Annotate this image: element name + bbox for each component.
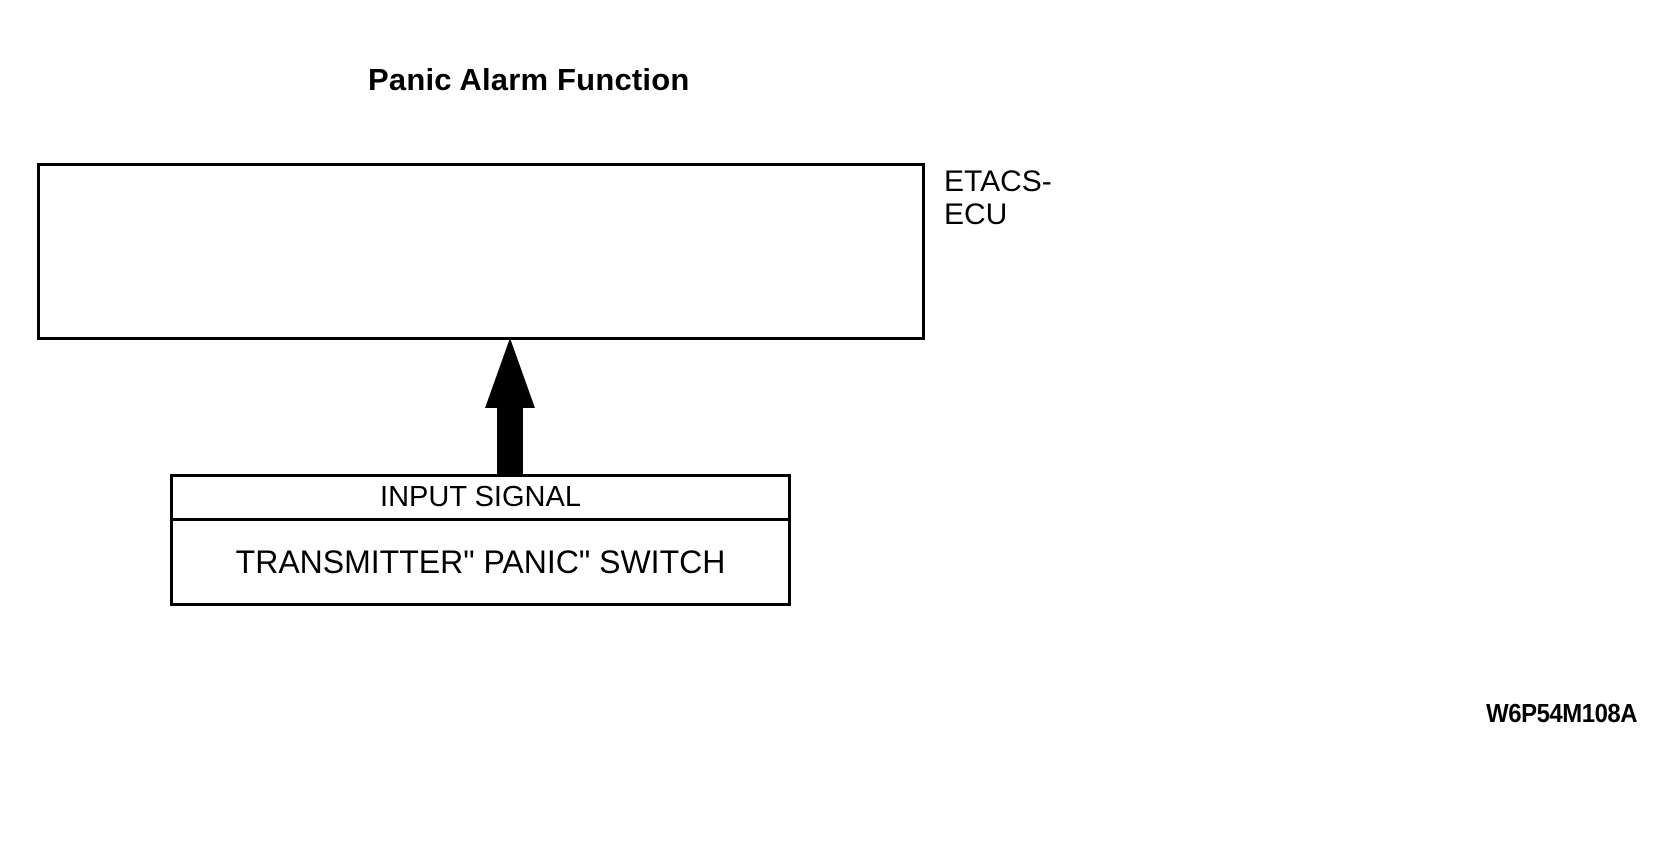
- transmitter-panic-switch-label: TRANSMITTER" PANIC" SWITCH: [235, 544, 726, 580]
- etacs-ecu-label: ETACS-ECU: [944, 165, 1052, 231]
- input-signal-header-row: INPUT SIGNAL: [173, 477, 788, 521]
- page-title: Panic Alarm Function: [368, 62, 690, 97]
- input-signal-source-box: INPUT SIGNAL TRANSMITTER" PANIC" SWITCH: [170, 474, 791, 606]
- etacs-ecu-label-line1: ETACS-: [944, 165, 1052, 198]
- transmitter-panic-switch-row: TRANSMITTER" PANIC" SWITCH: [173, 521, 788, 603]
- up-arrow-icon: [485, 338, 535, 476]
- figure-code-watermark: W6P54M108A: [1486, 698, 1637, 728]
- etacs-ecu-label-line2: ECU: [944, 198, 1008, 231]
- input-signal-arrow: [455, 336, 565, 476]
- input-signal-header-label: INPUT SIGNAL: [380, 481, 581, 513]
- etacs-ecu-box: [37, 163, 925, 340]
